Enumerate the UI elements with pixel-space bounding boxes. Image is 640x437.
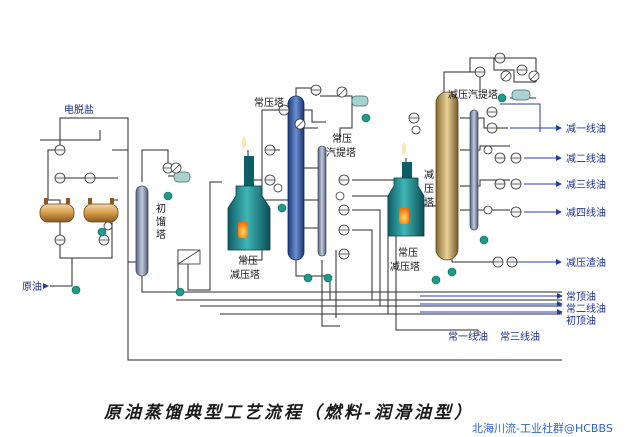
label-vac-tower-char-2: 压 (424, 183, 434, 195)
label-vacuum-furnace: 常压 减压塔 (390, 246, 420, 273)
label-vac-cut-3: 减三线油 (566, 178, 606, 191)
label-atm-cut-3: 常三线油 (500, 330, 540, 343)
label-atm-cut-1: 常一线油 (448, 330, 488, 343)
label-flash-tower-char-1: 初 (156, 202, 166, 215)
label-vac-cut-2: 减二线油 (566, 152, 606, 165)
vacuum-stripper (469, 109, 479, 231)
label-atmospheric-stripper: 常压 汽提塔 (326, 132, 356, 159)
label-vac-tower-char-1: 减 (424, 169, 434, 181)
flash-overhead-drum (173, 171, 191, 183)
flash-tower (135, 185, 149, 277)
label-crude-oil: 原油 (22, 280, 42, 293)
label-atmospheric-tower: 常压塔 (254, 96, 284, 109)
label-vac-furnace-line-2: 减压塔 (390, 260, 420, 273)
label-atm-overhead: 常顶油 (566, 290, 596, 303)
electric-desalter-1 (39, 198, 75, 223)
vacuum-column (435, 91, 459, 261)
label-flash-tower-char-3: 塔 (156, 228, 166, 241)
label-desalter: 电脱盐 (64, 103, 94, 116)
vacuum-overhead-drum (511, 89, 531, 101)
diagram-title: 原油蒸馏典型工艺流程（燃料-润滑油型） (103, 403, 474, 423)
heat-exchanger-box (177, 249, 201, 265)
label-vac-furnace-line-1: 常压 (398, 246, 418, 259)
pumps (71, 93, 507, 297)
label-vac-cut-1: 减一线油 (566, 122, 606, 135)
label-atm-furnace-line-1: 常压 (238, 254, 258, 267)
electric-desalter-2 (83, 198, 119, 223)
label-vac-residue: 减压渣油 (566, 256, 606, 269)
control-instruments (103, 70, 540, 231)
atmospheric-furnace (227, 136, 271, 251)
label-vacuum-stripper: 减压汽提塔 (448, 88, 498, 101)
atmospheric-overhead-drum (351, 95, 369, 107)
atmospheric-column (287, 95, 305, 261)
atmospheric-stripper (317, 145, 327, 257)
label-atm-stripper-line-1: 常压 (332, 132, 352, 145)
label-atm-cut-2: 常二线油 (566, 302, 606, 315)
label-flash-tower: 初 馏 塔 (156, 202, 166, 241)
label-vac-cut-4: 减四线油 (566, 206, 606, 219)
heat-exchangers (54, 52, 528, 268)
label-atm-stripper-line-2: 汽提塔 (326, 146, 356, 159)
label-atm-furnace-line-2: 减压塔 (230, 268, 260, 281)
label-vac-tower-char-3: 塔 (424, 196, 434, 209)
label-atmospheric-furnace: 常压 减压塔 (230, 254, 260, 281)
vacuum-furnace (387, 142, 425, 237)
watermark: 北海川流-工业社群@HCBBS (472, 421, 613, 435)
label-flash-overhead: 初顶油 (566, 314, 596, 327)
label-vacuum-tower: 减 压 塔 (424, 169, 434, 209)
label-flash-tower-char-2: 馏 (156, 215, 166, 228)
